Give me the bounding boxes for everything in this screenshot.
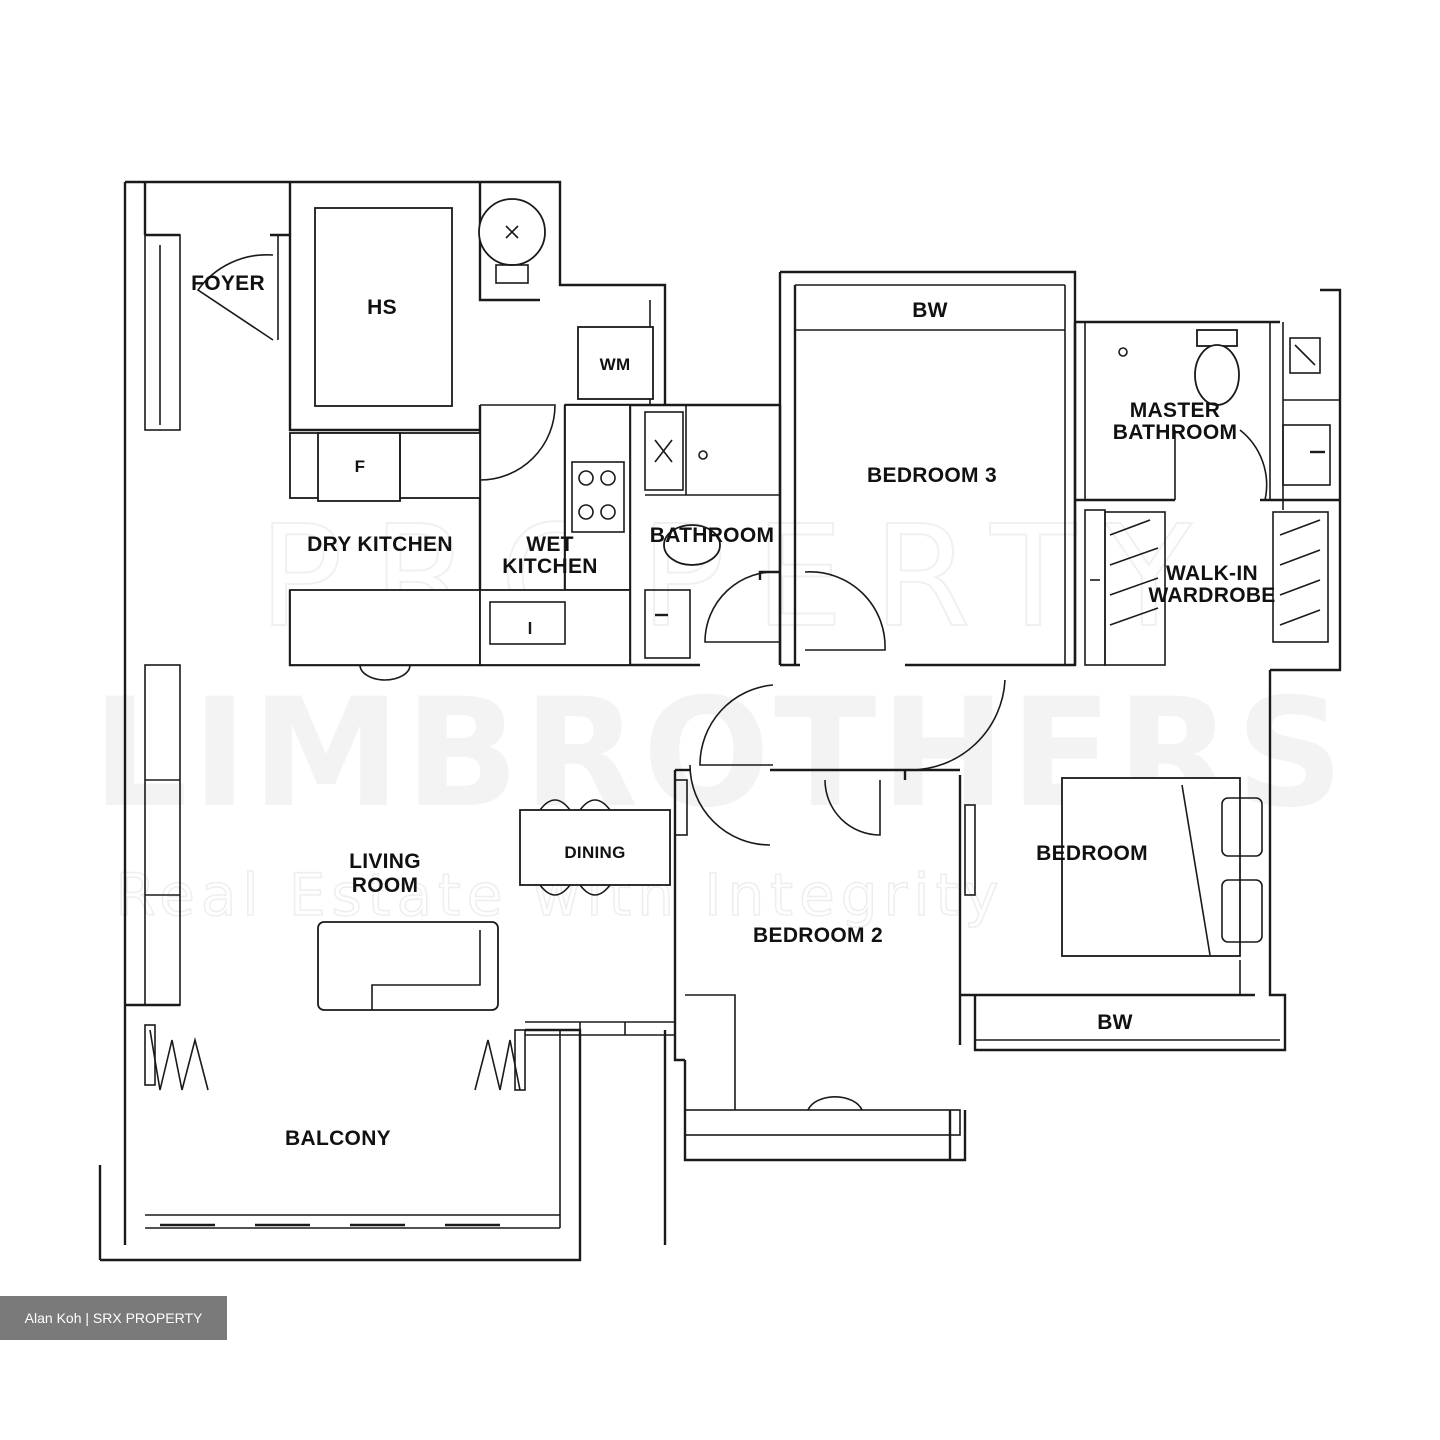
shower-icon	[1289, 337, 1321, 374]
shower-icon	[644, 411, 684, 491]
watermark: PROPERTY LIMBROTHERS Real Estate with In…	[92, 495, 1344, 930]
label-living-1: LIVING	[349, 850, 421, 873]
label-master-bedroom: BEDROOM	[1036, 842, 1148, 865]
basin-icon	[1282, 424, 1331, 486]
dining-table	[519, 809, 671, 886]
label-foyer: FOYER	[191, 272, 265, 295]
label-bedroom-2: BEDROOM 2	[753, 924, 883, 947]
label-dining: DINING	[564, 843, 625, 862]
basin-icon	[644, 589, 691, 659]
label-wet-kitchen-1: WET	[526, 533, 574, 556]
household-shelter	[314, 207, 453, 407]
washing-machine	[577, 326, 654, 400]
label-walk-in-2: WARDROBE	[1148, 584, 1275, 607]
bed	[1061, 777, 1263, 957]
fridge	[317, 432, 401, 502]
toilet-icon	[1194, 329, 1240, 406]
label-balcony: BALCONY	[285, 1127, 391, 1150]
stove-icon	[571, 461, 625, 533]
label-dry-kitchen: DRY KITCHEN	[307, 533, 453, 556]
label-bay-window-bottom: BW	[1097, 1011, 1133, 1034]
fixtures	[289, 198, 1331, 1011]
label-fridge: F	[355, 457, 366, 476]
sofa	[317, 921, 499, 1011]
label-bathroom: BATHROOM	[650, 524, 775, 547]
kitchen-sink	[489, 601, 566, 645]
label-walk-in-1: WALK-IN	[1166, 562, 1258, 585]
label-household-shelter: HS	[367, 296, 397, 319]
shower-head-icon	[1118, 347, 1128, 357]
label-bedroom-3: BEDROOM 3	[867, 464, 997, 487]
label-living-2: ROOM	[352, 874, 419, 897]
label-wet-kitchen-2: KITCHEN	[502, 555, 597, 578]
label-washing-machine: WM	[600, 355, 631, 374]
label-master-bathroom-1: MASTER	[1130, 399, 1220, 422]
toilet-icon	[663, 524, 721, 566]
doors	[196, 253, 1268, 1111]
photo-credit: Alan Koh | SRX PROPERTY	[0, 1296, 227, 1340]
label-bay-window-top: BW	[912, 299, 948, 322]
room-labels: FOYER HS WM F DRY KITCHEN WET KITCHEN BA…	[191, 272, 1275, 1150]
label-master-bathroom-2: BATHROOM	[1113, 421, 1238, 444]
